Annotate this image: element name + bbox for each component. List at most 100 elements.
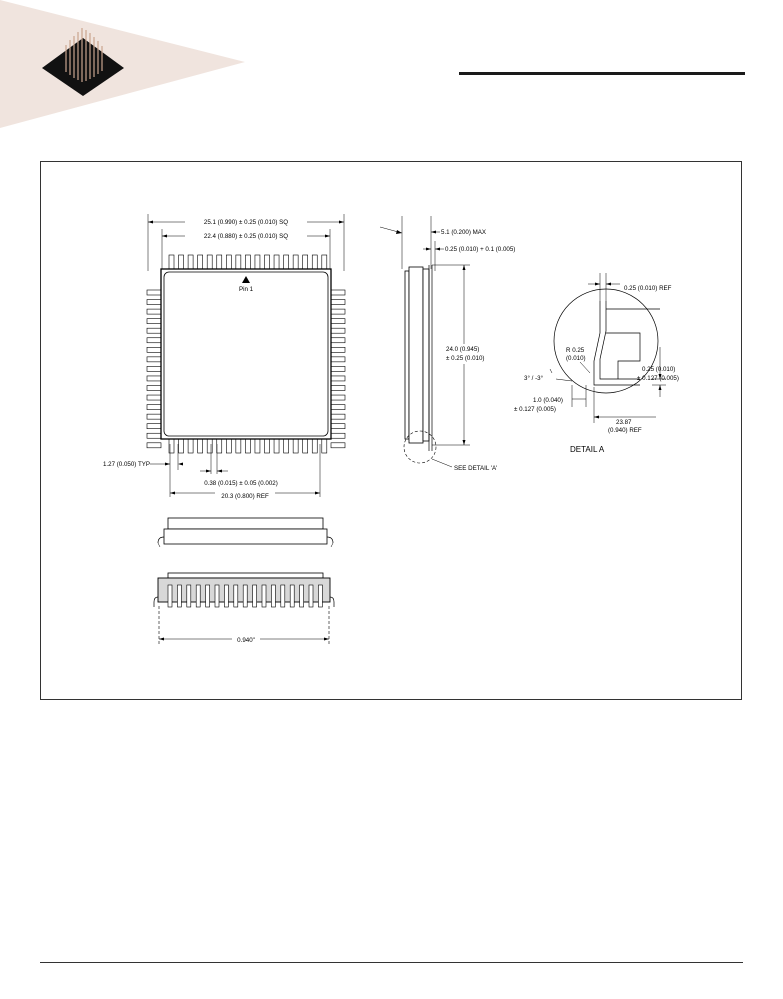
- lead-left: [146, 327, 162, 334]
- lead-bottom: [264, 438, 270, 454]
- lead-end-view: [242, 584, 248, 608]
- span-line1: 23.87: [616, 419, 632, 426]
- lead-left: [146, 413, 162, 420]
- radius-line2: (0.010): [566, 355, 586, 362]
- lead-top: [168, 254, 175, 270]
- offset-line1: 0.25 (0.010): [642, 366, 675, 373]
- package-drawing: 25.1 (0.990) ± 0.25 (0.010) SQ 22.4 (0.8…: [103, 214, 679, 646]
- side-view: 5.1 (0.200) MAX 0.25 (0.010) + 0.1 (0.00…: [379, 216, 515, 472]
- lead-top: [254, 254, 261, 270]
- lead-left: [146, 423, 162, 430]
- lead-bottom: [292, 438, 299, 454]
- lead-bottom: [283, 438, 289, 454]
- lead-bottom: [254, 438, 261, 454]
- lead-bottom: [235, 438, 242, 454]
- lead-end-view: [252, 584, 257, 608]
- foot-line1: 1.0 (0.040): [533, 397, 563, 404]
- lead-bottom: [321, 438, 328, 454]
- drawing-frame: [40, 161, 742, 700]
- lead-right: [330, 308, 346, 315]
- lead-top: [283, 254, 289, 270]
- lead-right: [330, 394, 346, 401]
- lead-top: [187, 254, 194, 270]
- see-detail-label: SEE DETAIL 'A': [454, 465, 497, 472]
- lead-end-view: [318, 584, 323, 608]
- lead-right: [330, 337, 346, 344]
- lead-end-view: [224, 584, 229, 608]
- lead-end-view: [205, 584, 210, 608]
- lead-end-view: [308, 584, 314, 608]
- lead-right: [330, 375, 346, 382]
- radius-line1: R 0.25: [566, 347, 585, 354]
- lead-right: [330, 289, 346, 296]
- span-line2: (0.940) REF: [608, 427, 642, 434]
- lead-right: [330, 327, 346, 334]
- lead-bottom: [273, 438, 280, 454]
- lead-top: [216, 254, 223, 270]
- length-line1: 24.0 (0.945): [446, 346, 479, 353]
- lead-bottom: [311, 438, 318, 454]
- foot-line2: ± 0.127 (0.005): [514, 406, 556, 413]
- lead-right: [330, 413, 346, 420]
- lead-left: [146, 289, 162, 296]
- lead-top: [245, 254, 251, 270]
- detail-a: 0.25 (0.010) REF R 0.25 (0.010) 3° / -3°…: [514, 273, 679, 454]
- lead-top: [264, 254, 270, 270]
- lead-top: [226, 254, 232, 270]
- lead-left: [146, 385, 162, 391]
- lead-right: [330, 356, 346, 363]
- lead-end-view: [261, 584, 267, 608]
- detail-a-title: DETAIL A: [570, 445, 605, 454]
- lead-right: [330, 423, 346, 430]
- lead-end-view: [289, 584, 295, 608]
- lead-left: [146, 299, 162, 305]
- lead-right: [330, 385, 346, 391]
- lead-top: [311, 254, 318, 270]
- lead-left: [146, 308, 162, 315]
- lead-bottom: [197, 438, 203, 454]
- lead-top: [292, 254, 299, 270]
- lead-top: [206, 254, 213, 270]
- package-body-outline: [160, 268, 332, 440]
- lead-right: [330, 366, 346, 372]
- angle-label: 3° / -3°: [524, 375, 544, 382]
- lead-right: [330, 404, 346, 410]
- lead-bottom: [245, 438, 251, 454]
- dim-overall-label: 25.1 (0.990) ± 0.25 (0.010) SQ: [204, 219, 288, 226]
- lead-end-view: [271, 584, 276, 608]
- pitch-label: 1.27 (0.050) TYP: [103, 461, 150, 468]
- lead-top: [235, 254, 242, 270]
- footer-rule: [40, 962, 743, 963]
- lead-left: [146, 375, 162, 382]
- quad-pack-logo-icon: [42, 38, 124, 96]
- lead-end-view: [167, 584, 173, 608]
- height-max-label: 5.1 (0.200) MAX: [441, 229, 486, 236]
- lead-end-view: [299, 584, 304, 608]
- lead-end-view: [280, 584, 286, 608]
- lead-top: [178, 254, 184, 270]
- lead-top: [197, 254, 203, 270]
- lead-left: [146, 442, 162, 449]
- lead-top: [321, 254, 328, 270]
- lead-right: [330, 347, 346, 353]
- lead-right: [330, 318, 346, 324]
- company-logo: [0, 0, 245, 128]
- lead-bottom: [216, 438, 223, 454]
- bottom-width-label: 0.940": [237, 637, 255, 644]
- lead-end-view: [177, 584, 182, 608]
- lead-left: [146, 394, 162, 401]
- offset-line2: ± 0.127 (0.005): [637, 375, 679, 382]
- lead-right: [330, 442, 346, 449]
- lead-width-label: 0.38 (0.015) ± 0.05 (0.002): [204, 480, 278, 487]
- lead-top: [273, 254, 280, 270]
- lead-left: [146, 432, 162, 439]
- standoff-label: 0.25 (0.010) + 0.1 (0.005): [445, 246, 515, 253]
- logo-pins: [65, 28, 103, 82]
- lead-left: [146, 356, 162, 363]
- lead-left: [146, 318, 162, 324]
- header-rule: [459, 72, 745, 75]
- lead-right: [330, 299, 346, 305]
- lead-end-view: [195, 584, 201, 608]
- lead-span-label: 20.3 (0.800) REF: [221, 493, 269, 500]
- pin1-triangle-icon: [242, 276, 250, 283]
